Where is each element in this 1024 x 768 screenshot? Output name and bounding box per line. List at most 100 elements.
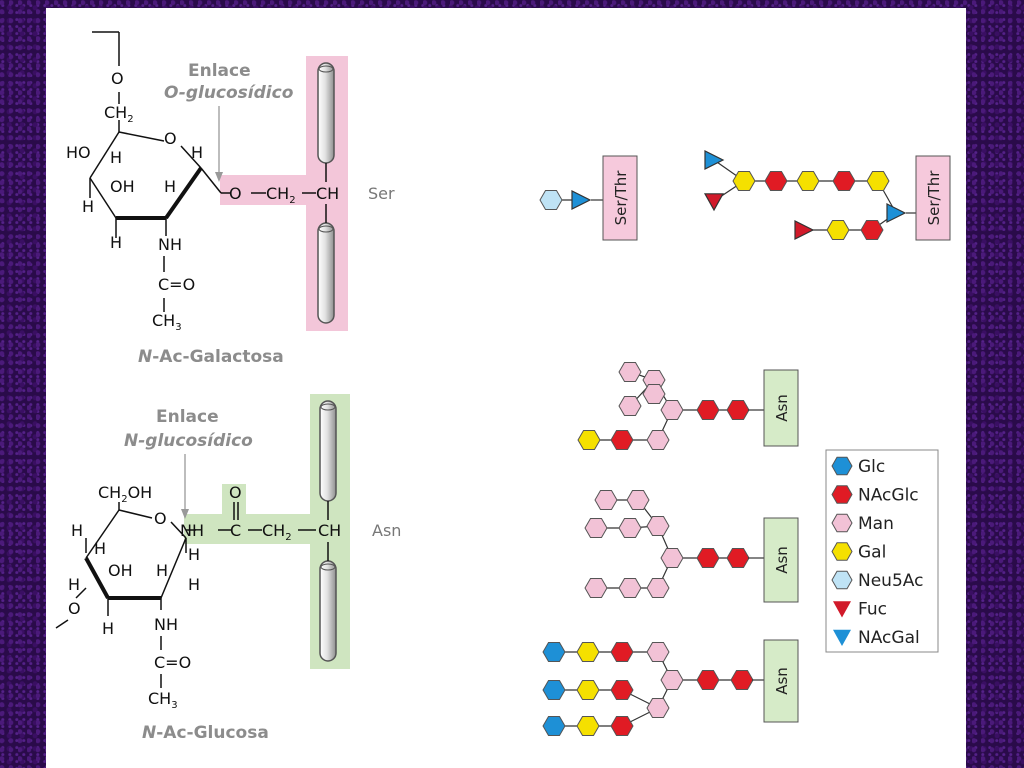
h-label: H [191,143,203,162]
nacgal-symbol [704,150,725,170]
ch2-sidechain-label: CH2 [266,184,296,206]
glcnac-ring [55,501,329,688]
legend-label: NAcGlc [858,486,919,506]
backbone-cylinder-lower [319,560,337,662]
o-linkage-arrow [215,106,223,182]
oh-label: OH [110,177,135,196]
legend-label: Gal [858,543,886,563]
nacglc-symbol [610,716,634,736]
man-symbol [646,698,670,718]
h-label: H [156,561,168,580]
legend-item: Gal [831,542,886,563]
n-linkage-label-line2: N-glucosídico [124,431,253,451]
h-label: H [102,619,114,638]
h-label: H [188,545,200,564]
svg-text:Asn: Asn [773,667,791,695]
h-label: H [110,233,122,252]
nacgal-symbol [571,190,592,210]
gal-symbol [796,171,820,191]
n-linkage-label-line1: Enlace [156,407,219,427]
ser-thr-box-large: Ser/Thr [915,155,951,241]
nacglc-symbol [726,400,750,420]
ser-thr-box-small: Ser/Thr [602,155,638,241]
man-symbol [594,490,618,510]
h-label: H [164,177,176,196]
man-symbol [646,430,670,450]
nacglc-symbol [726,548,750,568]
legend-item: Neu5Ac [831,570,923,591]
alpha-ch-label: CH [318,521,341,540]
gal-symbol [577,430,601,450]
neu5ac-icon [831,570,853,590]
h-label: H [110,148,122,167]
legend-label: Man [858,514,894,534]
glycan-trees [539,150,916,736]
glc-symbol [542,716,566,736]
ser-residue-label: Ser [368,184,395,203]
fuc-icon [833,601,851,618]
man-symbol [584,518,608,538]
legend-label: Neu5Ac [858,571,923,591]
man-symbol [660,548,684,568]
nacglc-symbol [832,171,856,191]
man-symbol [660,670,684,690]
gal-symbol [826,220,850,240]
nacglc-symbol [764,171,788,191]
asn-box-1: Asn [763,369,799,447]
nh-linkage-label: NH [180,521,204,540]
gal-symbol [576,680,600,700]
linkage-oxygen-label: O [229,184,242,203]
svg-text:Asn: Asn [773,394,791,422]
gal-symbol [732,171,756,191]
asn-box-3: Asn [763,639,799,723]
ring-oxygen-label: O [154,509,167,528]
glycosylation-diagram: O CH2 O HO H H OH H H H NH C=O CH3 O CH2… [55,31,951,743]
svg-text:Ser/Thr: Ser/Thr [925,170,943,226]
nacglc-symbol [610,680,634,700]
nacglc-symbol [860,220,884,240]
man-symbol [626,490,650,510]
fuc-symbol [794,220,815,240]
figure-panel: O CH2 O HO H H OH H H H NH C=O CH3 O CH2… [46,8,966,768]
man-symbol [646,578,670,598]
backbone-cylinder-lower [317,222,335,324]
ho-label: HO [66,143,91,162]
ch3-label: CH3 [152,311,182,333]
legend-item: NAcGal [833,628,920,648]
glcnac-name: N-Ac-Glucosa [142,723,269,743]
man-symbol [646,642,670,662]
nacglc-symbol [610,430,634,450]
asn-residue-label: Asn [372,521,401,540]
h-label: H [71,521,83,540]
c-label: C=O [154,653,191,672]
h-label: H [82,197,94,216]
h-label: H [94,539,106,558]
man-symbol [660,400,684,420]
nacglc-icon [831,485,853,504]
backbone-cylinder-upper [319,400,337,502]
man-symbol [584,578,608,598]
legend-label: Fuc [858,600,887,620]
gal-icon [831,542,853,561]
nacglc-symbol [610,642,634,662]
o-linked-structure: O CH2 O HO H H OH H H H NH C=O CH3 O CH2… [66,31,395,367]
gal-symbol [866,171,890,191]
man-symbol [642,384,666,404]
amide-c-label: C [230,521,241,540]
nacglc-symbol [696,670,720,690]
nh-label: NH [158,235,182,254]
legend-item: NAcGlc [831,485,919,506]
ch2oh-label: CH2OH [98,483,152,505]
nacgal-symbol [886,203,907,223]
svg-text:Asn: Asn [773,546,791,574]
man-symbol [618,578,642,598]
backbone-cylinder-upper [317,62,335,164]
legend-item: Glc [831,456,885,477]
o4-label: O [68,599,81,618]
ch3-label: CH3 [148,689,178,711]
c-label: C=O [158,275,195,294]
man-symbol [618,396,642,416]
nacglc-symbol [696,548,720,568]
